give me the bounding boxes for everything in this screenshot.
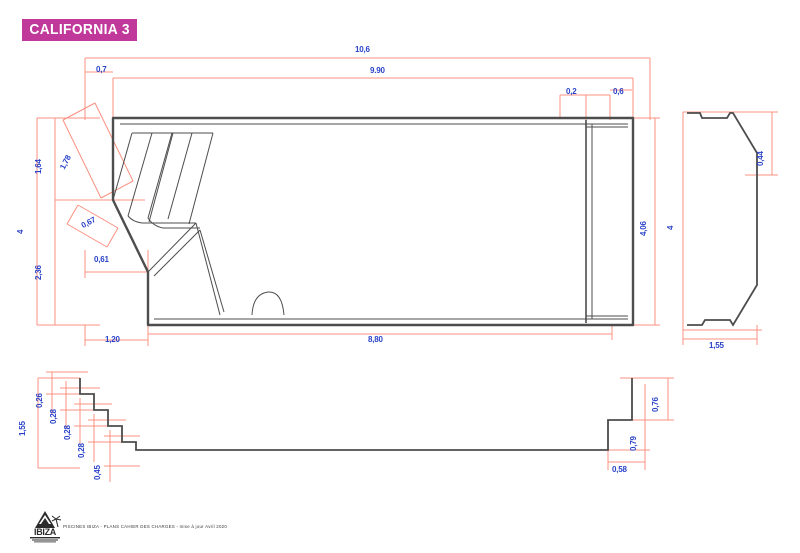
dim-section-step-3: 0,28 — [63, 425, 72, 440]
dim-section-right-mid: 0,79 — [629, 436, 638, 451]
dim-section-step-4: 0,28 — [77, 443, 86, 458]
dim-inner-length: 9.90 — [370, 66, 385, 75]
dim-bottom-left-offset: 1,20 — [105, 335, 120, 344]
dim-section-right-top: 0,76 — [651, 397, 660, 412]
dim-end-section-total-height: 4 — [666, 225, 675, 230]
dim-left-upper-height: 1,64 — [34, 159, 43, 174]
ibiza-logo: IBIZA — [25, 509, 65, 545]
dim-section-right-bottom: 0,58 — [612, 465, 627, 474]
dim-overall-width-left: 4 — [16, 229, 25, 234]
longitudinal-section-view-group — [37, 371, 674, 482]
plan-view-group — [36, 57, 660, 346]
section-dimension-lines — [37, 371, 674, 482]
dim-section-step-2: 0,28 — [49, 409, 58, 424]
dim-end-section-chamfer: 0,44 — [756, 151, 765, 166]
dim-overall-length: 10,6 — [355, 45, 370, 54]
dim-inner-width-right: 4,06 — [639, 221, 648, 236]
dim-section-step-5: 0,45 — [93, 465, 102, 480]
end-section-view-group — [682, 111, 778, 345]
dim-step-offset-top: 0,7 — [96, 65, 107, 74]
dim-section-total-depth: 1,55 — [18, 421, 27, 436]
logo-wordmark: IBIZA — [34, 527, 56, 537]
dim-right-ledge-outer: 0,6 — [613, 87, 624, 96]
plan-dimension-lines — [36, 57, 660, 346]
dim-corner-offset: 0,61 — [94, 255, 109, 264]
footer-caption: PISCINES IBIZA - PLANS CAHIER DES CHARGE… — [63, 524, 228, 529]
end-section-outline — [687, 112, 758, 327]
end-section-dimension-lines — [682, 111, 778, 345]
dim-right-ledge-inner: 0,2 — [566, 87, 577, 96]
dim-left-lower-height: 2,36 — [34, 265, 43, 280]
dim-bottom-length: 8,80 — [368, 335, 383, 344]
dim-end-section-base-width: 1,55 — [709, 341, 724, 350]
dim-section-step-1: 0,26 — [35, 393, 44, 408]
palm-tree-logo-icon — [30, 511, 62, 543]
page-title: CALIFORNIA 3 — [22, 19, 138, 41]
plan-pool-outline — [111, 116, 635, 327]
section-profile-outline — [79, 378, 633, 451]
